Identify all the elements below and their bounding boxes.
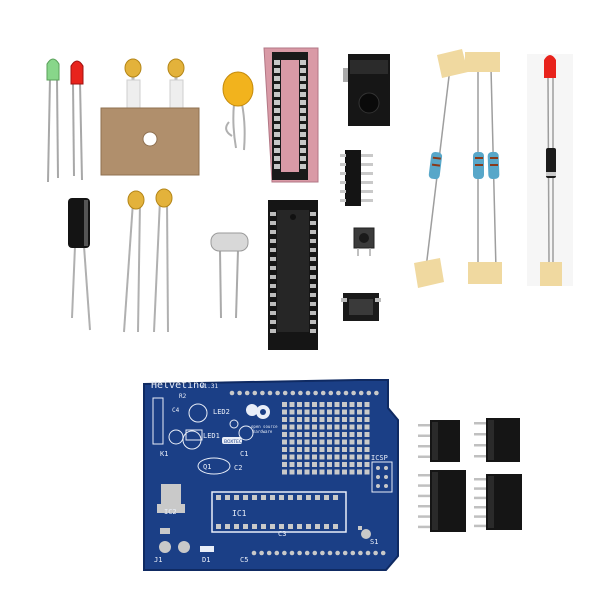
pin-header-right-angle	[340, 150, 373, 206]
ceramic-capacitor	[124, 58, 142, 78]
crystal	[210, 232, 249, 319]
ceramic-capacitor	[167, 58, 185, 78]
green-led	[46, 58, 60, 81]
label-d1: D1	[202, 556, 210, 564]
ceramic-capacitors	[123, 188, 173, 333]
label-led1: LED1	[203, 432, 220, 440]
female-header	[474, 474, 522, 530]
electrolytic-capacitor	[68, 198, 91, 331]
taped-resistors	[414, 49, 502, 288]
svg-text:BOXTEC: BOXTEC	[224, 439, 242, 445]
pcb-shield: Helvetino v1.31 K1 C4 R2 LED2 LED1 Q1 C1…	[143, 379, 399, 571]
label-icsp: ICSP	[371, 454, 388, 462]
led-pair	[46, 58, 84, 183]
svg-text:open source: open source	[251, 424, 278, 429]
disc-capacitor	[222, 71, 254, 151]
microcontroller-in-socket	[268, 200, 318, 350]
female-header	[418, 470, 466, 532]
tactile-switch	[353, 227, 375, 256]
label-r2: R2	[179, 393, 187, 400]
red-led	[70, 60, 84, 85]
label-c1: C1	[240, 450, 248, 458]
female-header	[418, 420, 460, 462]
dc-barrel-jack	[343, 54, 390, 126]
label-c2: C2	[234, 464, 242, 472]
osh-logo: open source hardware	[251, 405, 278, 434]
label-s1: S1	[370, 538, 378, 546]
label-ic2: IC2	[164, 508, 177, 516]
ic-socket-on-foam	[263, 47, 319, 183]
boxtec-badge: BOXTEC	[222, 419, 242, 445]
led-and-diode	[527, 54, 573, 286]
capacitors-on-card	[100, 58, 200, 176]
label-k1: K1	[160, 450, 168, 458]
diode	[546, 148, 556, 178]
svg-text:hardware: hardware	[253, 429, 273, 434]
label-c4: C4	[172, 407, 180, 414]
pcb-version: v1.31	[200, 383, 218, 390]
female-headers	[418, 418, 522, 532]
pcb-brand: Helvetino	[151, 380, 205, 391]
female-header	[474, 418, 520, 462]
red-led	[544, 55, 556, 78]
label-c3: C3	[278, 530, 286, 538]
label-j1: J1	[154, 556, 162, 564]
voltage-regulator	[341, 293, 381, 321]
label-led2: LED2	[213, 408, 230, 416]
label-ic1: IC1	[232, 509, 247, 518]
label-q1: Q1	[203, 463, 211, 471]
label-c5: C5	[240, 556, 248, 564]
